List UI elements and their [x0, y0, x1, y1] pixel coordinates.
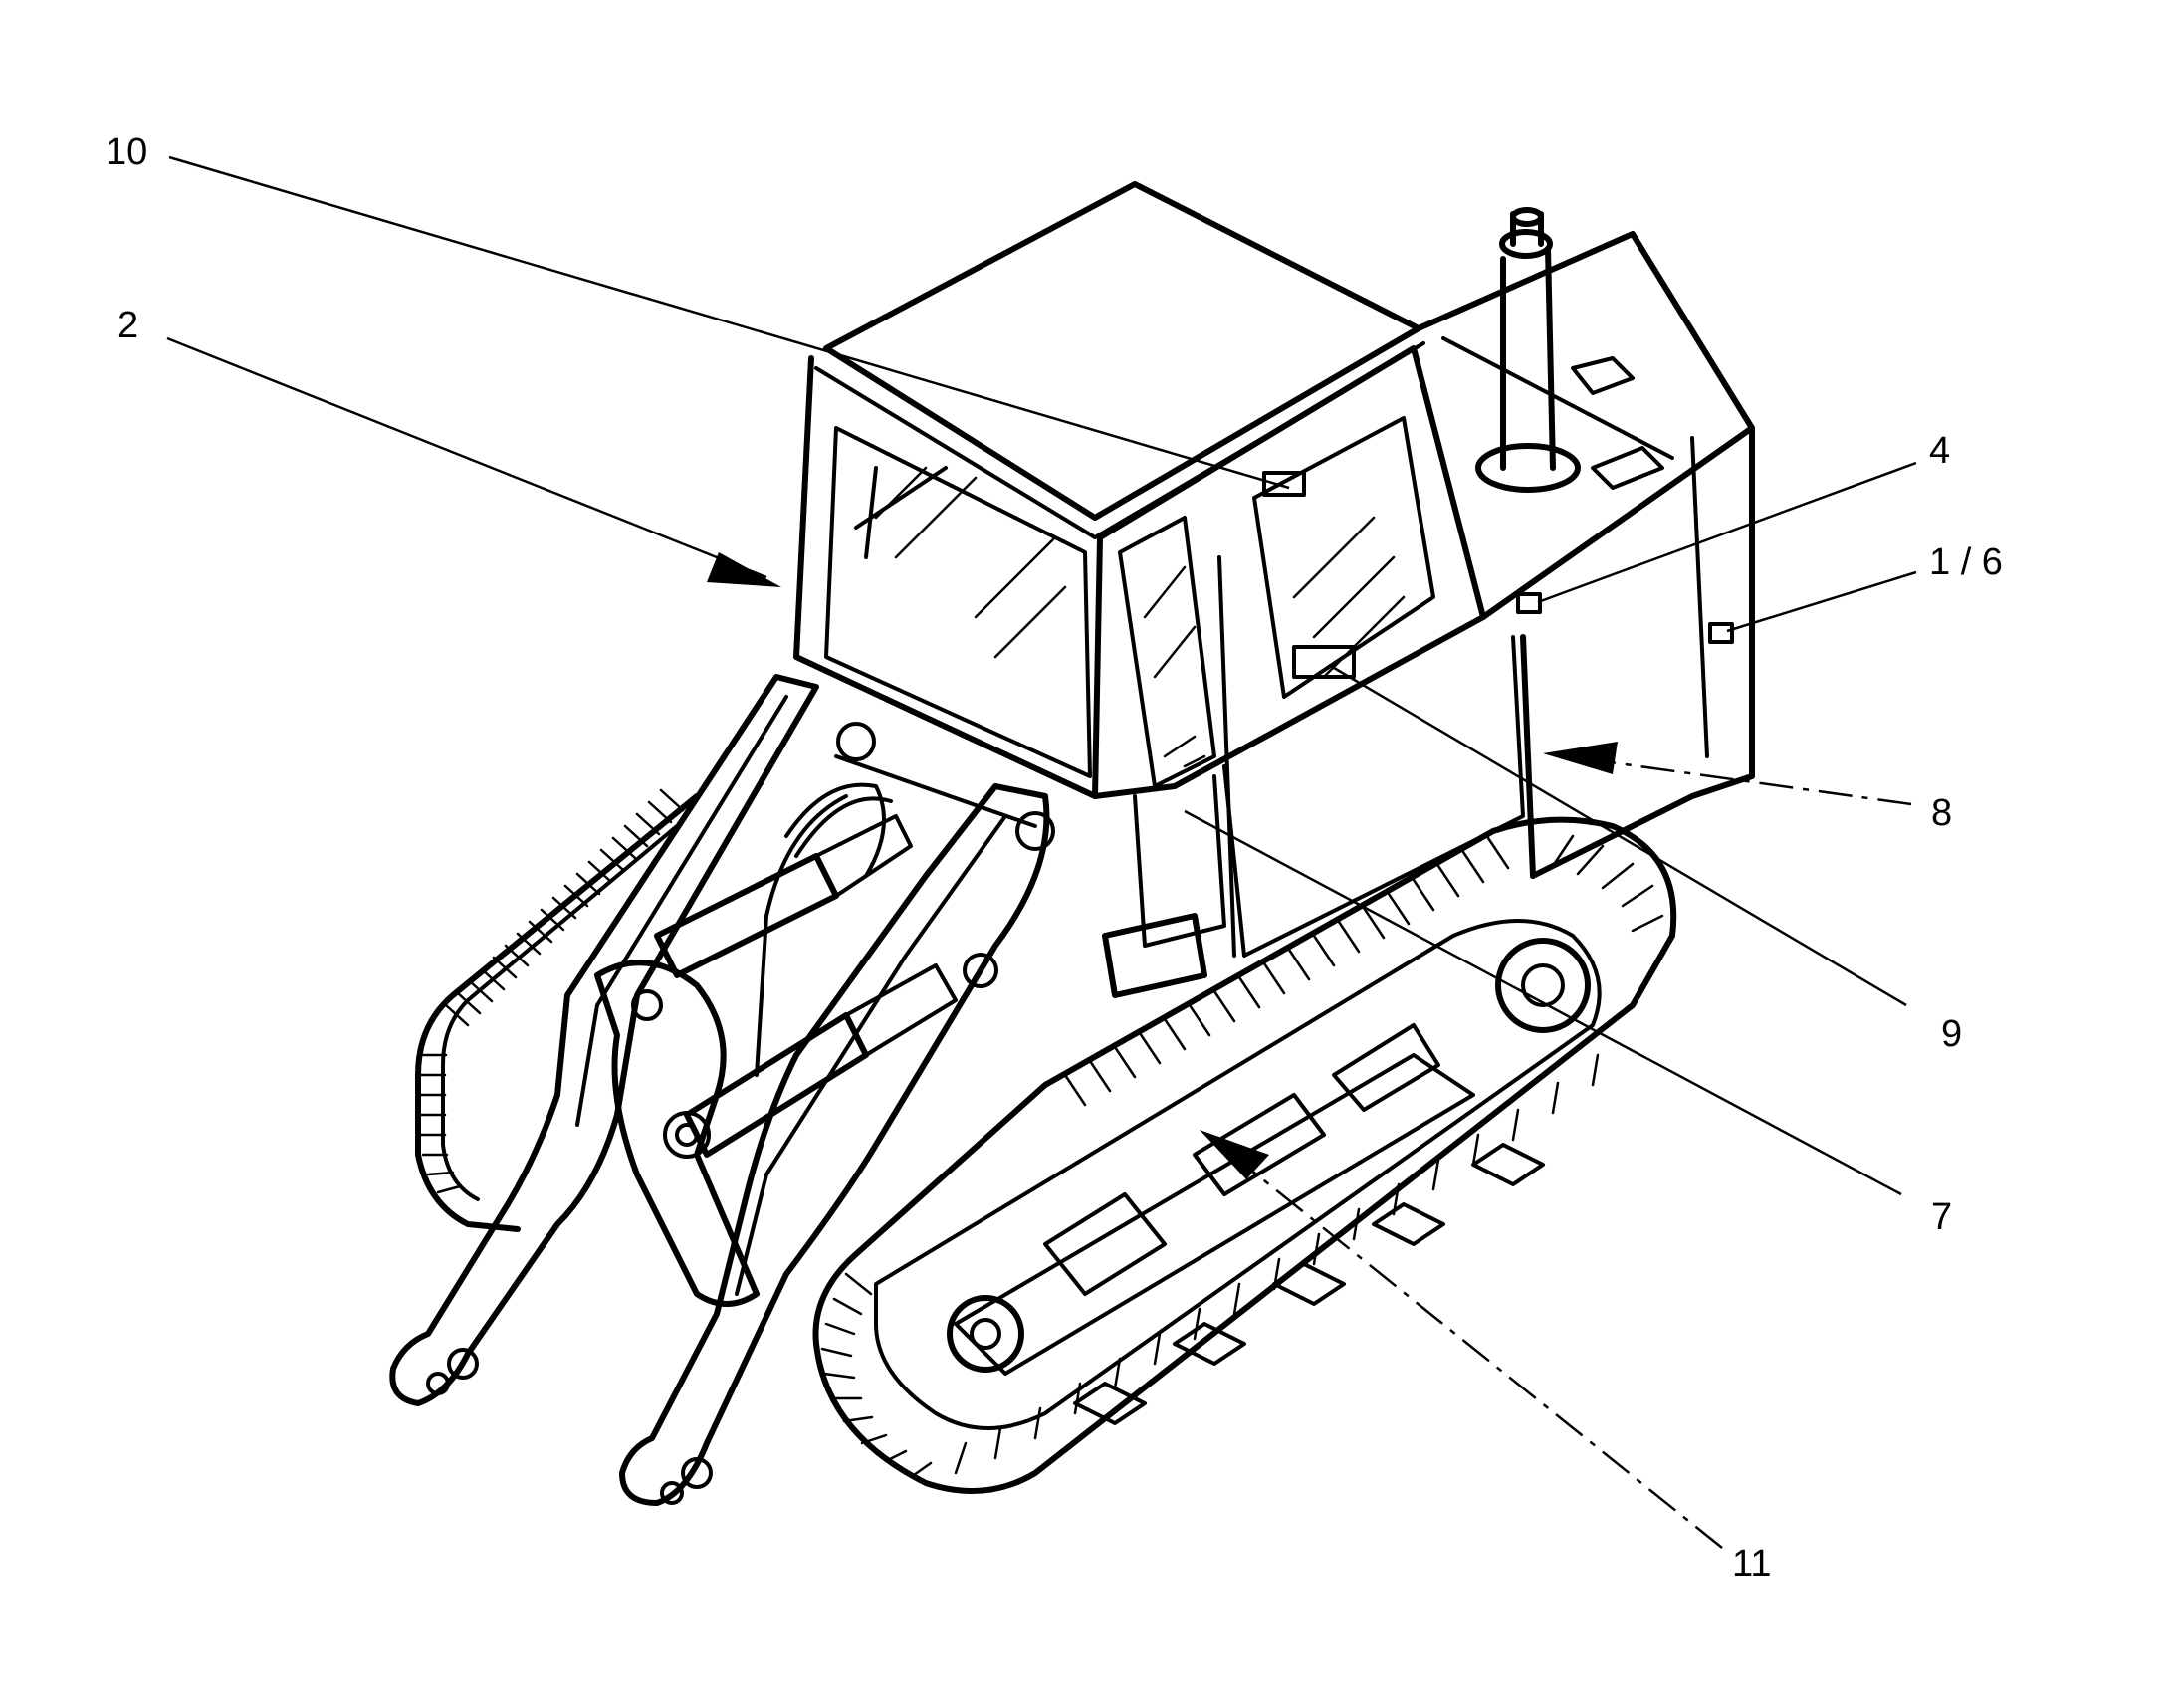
- callout-10: 10: [106, 131, 148, 173]
- left-track: [415, 788, 700, 1232]
- cab: [793, 181, 1486, 998]
- callout-11: 11: [1732, 1543, 1772, 1585]
- callout-9: 9: [1941, 1013, 1963, 1055]
- callout-8: 8: [1931, 792, 1953, 834]
- boom-arms: [389, 674, 1055, 1506]
- leader-lines: [166, 155, 1917, 1549]
- callout-1-6: 1 / 6: [1929, 541, 2003, 583]
- callout-2: 2: [117, 305, 139, 346]
- callout-7: 7: [1931, 1196, 1953, 1238]
- engine-hood: [1222, 207, 1755, 958]
- callout-4: 4: [1929, 430, 1951, 472]
